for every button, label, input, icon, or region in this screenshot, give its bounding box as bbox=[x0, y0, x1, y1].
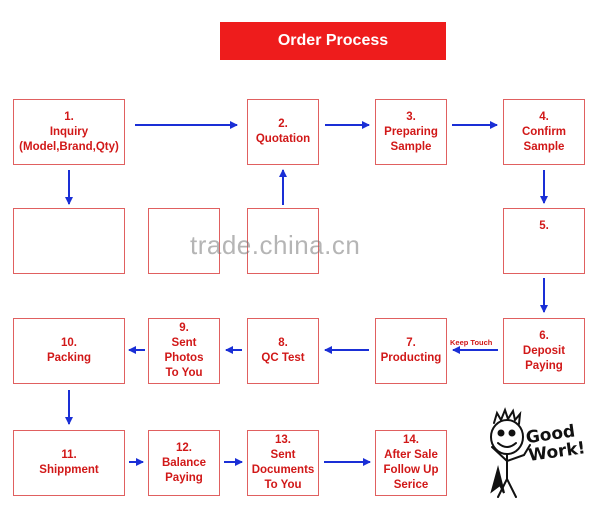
step-8-qc-test: 8. QC Test bbox=[247, 318, 319, 384]
step-6-deposit-paying: 6. Deposit Paying bbox=[503, 318, 585, 384]
step-7-producting: 7. Producting bbox=[375, 318, 447, 384]
keep-touch-label: Keep Touch bbox=[450, 338, 493, 347]
step-12-balance-paying: 12. Balance Paying bbox=[148, 430, 220, 496]
step-5: 5. bbox=[503, 208, 585, 274]
blank-box-3 bbox=[247, 208, 319, 274]
good-work-cartoon-icon bbox=[490, 407, 531, 498]
step-4-confirm-sample: 4. Confirm Sample bbox=[503, 99, 585, 165]
step-2-quotation: 2. Quotation bbox=[247, 99, 319, 165]
step-9-sent-photos: 9. Sent Photos To You bbox=[148, 318, 220, 384]
good-work-text: Good Work! bbox=[524, 421, 587, 466]
step-11-shippment: 11. Shippment bbox=[13, 430, 125, 496]
blank-box-1 bbox=[13, 208, 125, 274]
blank-box-2 bbox=[148, 208, 220, 274]
step-1-inquiry: 1. Inquiry (Model,Brand,Qty) bbox=[13, 99, 125, 165]
step-14-after-sale: 14. After Sale Follow Up Serice bbox=[375, 430, 447, 496]
step-13-sent-documents: 13. Sent Documents To You bbox=[247, 430, 319, 496]
step-10-packing: 10. Packing bbox=[13, 318, 125, 384]
watermark: trade.china.cn bbox=[190, 230, 361, 260]
page-title: Order Process bbox=[220, 22, 446, 60]
step-3-preparing-sample: 3. Preparing Sample bbox=[375, 99, 447, 165]
